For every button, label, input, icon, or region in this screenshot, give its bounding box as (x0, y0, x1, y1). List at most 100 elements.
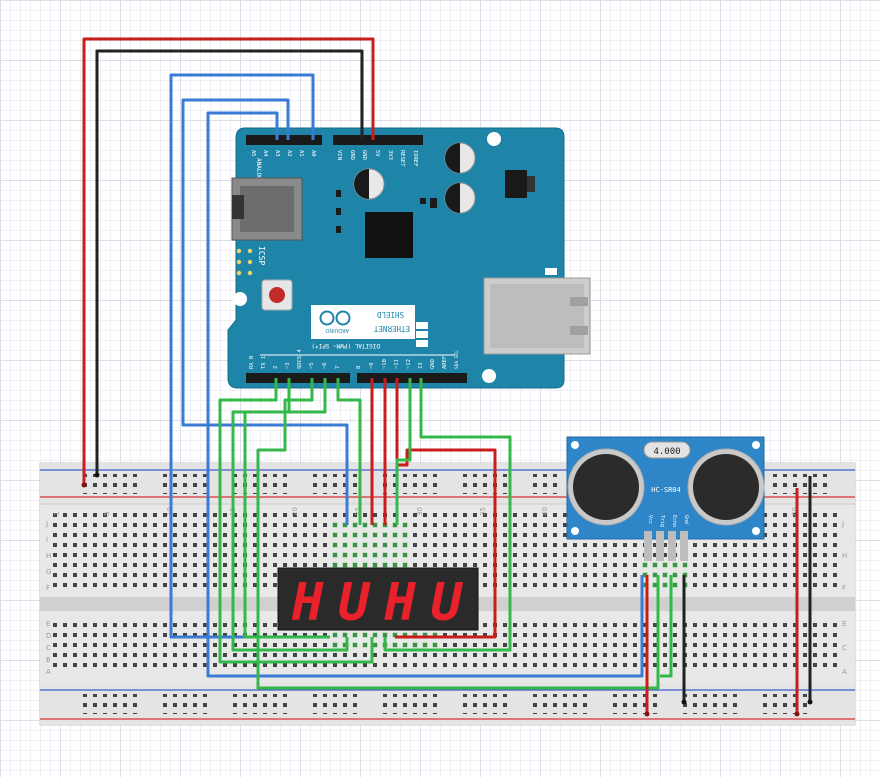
pin-label: 5V (374, 150, 380, 157)
pin-label: ~10 (382, 359, 388, 369)
col-num: 60 (791, 507, 799, 516)
ultrasonic-sensor[interactable]: 4.000 HC-SR04 Vcc Trig Echo Gnd (566, 436, 765, 561)
signal-wire-green (660, 575, 673, 678)
sensor-pin-label: Trig (659, 515, 665, 527)
power-wire (82, 37, 375, 485)
row-letter: C (46, 644, 51, 652)
col-num: 1 (53, 512, 61, 516)
ethernet-shield[interactable]: A5 A4 A3 A2 A1 A0 ANALOG IN VIN GND GND … (227, 127, 591, 389)
capacitor (444, 142, 476, 174)
transducer-right (687, 448, 765, 526)
pin-label: ~3 (285, 362, 291, 369)
row-letter: H (46, 552, 51, 560)
wire-endpoints (81, 472, 813, 717)
pin-label: ~5 (309, 362, 315, 369)
capacitor (353, 168, 385, 200)
col-num: 20 (291, 507, 299, 516)
mounting-hole (482, 369, 496, 383)
crystal-label: 4.000 (653, 447, 680, 457)
ground-wire (95, 49, 364, 475)
pin-label: A2 (286, 150, 292, 157)
signal-wire-green (256, 378, 660, 690)
pin-label: GND (430, 359, 436, 369)
digital-label: DIGITAL (PWM~ SPI*) (311, 342, 380, 349)
capacitor (444, 182, 476, 214)
row-letters: J I H G F E D C B A J H F E C A (45, 520, 847, 676)
pin-label: TX 1 (261, 356, 267, 369)
col-num: 30 (416, 507, 424, 516)
arduino-brand: ARDUINO (325, 327, 349, 333)
row-letter: I (46, 536, 48, 544)
analog-header[interactable] (246, 135, 322, 145)
row-letter: D (46, 632, 51, 640)
seven-segment-display: HUHU (277, 567, 479, 633)
mounting-hole (233, 292, 247, 306)
signal-wire-green (336, 378, 362, 525)
signal-wire-green (383, 378, 512, 652)
analog-in-label: ANALOG IN (255, 158, 262, 191)
row-letter: B (46, 656, 51, 664)
icsp-label: ICSP (257, 246, 266, 265)
shield-label-box: ETHERNET SHIELD ARDUINO (311, 305, 415, 339)
sensor-pin-label: Vcc (647, 515, 653, 524)
wires (82, 37, 812, 714)
pin-label: ~6 (322, 362, 328, 369)
pin-label: RX 0 (249, 356, 255, 369)
pin-label: ~11 (394, 359, 400, 369)
col-num: 25 (354, 507, 362, 516)
sensor-pin-label: Echo (671, 515, 677, 527)
bottom-rail-holes (82, 694, 812, 714)
sensor-pins[interactable] (644, 531, 688, 561)
signal-wire-green (231, 378, 349, 652)
crystal-oscillator: 4.000 (643, 441, 691, 459)
pin-label: ~9 (369, 362, 375, 369)
pin-label: SDA SCL (454, 350, 460, 369)
pin-label: A3 (274, 150, 280, 157)
pin-label: A4 (262, 150, 268, 157)
row-letter: F (842, 584, 846, 592)
analog-wire (206, 111, 644, 678)
signal-wire-green (218, 378, 374, 664)
pin-label: ~12 (406, 359, 412, 369)
small-leds (416, 268, 557, 347)
pin-label: 3V3 (387, 150, 393, 160)
digital-header[interactable] (246, 373, 467, 383)
signal-wire-green (243, 378, 330, 639)
icsp-header[interactable] (236, 248, 253, 276)
pin-label: GND (361, 150, 367, 160)
col-num: 5 (103, 512, 111, 516)
ethernet-port[interactable] (483, 277, 591, 355)
pin-label: SDCS 4 (297, 348, 303, 369)
row-letter: F (46, 584, 50, 592)
voltage-regulator (505, 170, 535, 198)
sd-card-slot[interactable] (231, 177, 303, 241)
reset-button[interactable] (261, 279, 293, 311)
pin-label: 2 (273, 366, 279, 369)
mounting-hole (487, 132, 501, 146)
smd-parts (336, 190, 437, 233)
pin-label: A0 (310, 150, 316, 157)
power-header[interactable] (333, 135, 423, 145)
row-letter: E (46, 620, 50, 628)
pin-label: GND (349, 150, 355, 160)
pin-label: A1 (298, 150, 304, 157)
row-letter: A (842, 668, 847, 676)
col-num: 35 (479, 507, 487, 516)
row-letter: E (842, 620, 846, 628)
row-letter: A (46, 668, 51, 676)
pin-label: 13 (418, 362, 424, 369)
pin-label: 8 (356, 366, 362, 369)
transducer-left (567, 448, 645, 526)
board-name-line1: ETHERNET (373, 324, 410, 333)
sensor-model: HC-SR04 (651, 486, 681, 494)
row-letter: H (842, 552, 847, 560)
row-letter: J (841, 520, 844, 528)
row-letter: C (842, 644, 847, 652)
board-name-line2: SHIELD (376, 310, 404, 319)
row-letter: G (46, 568, 51, 576)
analog-wire (169, 73, 330, 639)
col-num: 40 (541, 507, 549, 516)
signal-wire-green (395, 378, 412, 525)
pin-label: AREF (442, 356, 448, 369)
